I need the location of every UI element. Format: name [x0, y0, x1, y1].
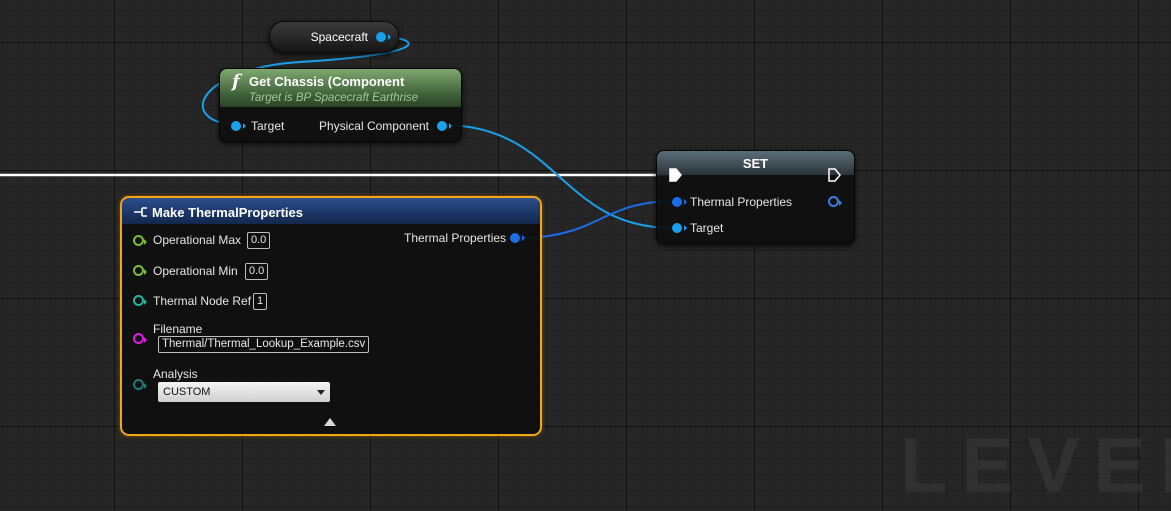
analysis-label: Analysis	[153, 367, 198, 381]
filename-label: Filename	[153, 322, 203, 336]
collapse-arrow-icon[interactable]	[324, 418, 336, 426]
get-chassis-target-pin[interactable]	[231, 121, 246, 131]
thermal-node-ref-input[interactable]: 1	[253, 293, 268, 310]
physical-component-label: Physical Component	[318, 119, 429, 133]
make-struct-icon	[134, 207, 147, 217]
dropdown-caret-icon	[317, 390, 325, 395]
analysis-selected-value: CUSTOM	[163, 386, 211, 398]
get-chassis-title: Get Chassis (Component	[249, 74, 405, 89]
make-thermal-properties-output-label: Thermal Properties	[404, 231, 507, 245]
thermal-properties-to-set-wire	[517, 200, 677, 239]
physical-component-pin[interactable]	[437, 121, 452, 131]
thermal-node-ref-label: Thermal Node Ref	[153, 294, 252, 308]
make-thermal-properties-title: Make ThermalProperties	[152, 205, 304, 220]
get-chassis-subtitle: Target is BP Spacecraft Earthrise	[249, 92, 419, 104]
wires-layer	[0, 35, 677, 239]
operational-min-label: Operational Min	[153, 264, 238, 278]
operational-min-input[interactable]: 0.0	[245, 263, 269, 280]
filename-input[interactable]: Thermal/Thermal_Lookup_Example.csv	[158, 336, 370, 353]
spacecraft-to-target-wire	[201, 35, 410, 126]
get-chassis-header: f Get Chassis (Component Target is BP Sp…	[220, 69, 461, 107]
set-target-label: Target	[690, 221, 724, 235]
operational-max-pin[interactable]	[133, 235, 147, 246]
set-thermal-properties-out-pin[interactable]	[828, 196, 842, 207]
exec-pin-icon[interactable]	[669, 168, 683, 182]
exec-out-pin-icon[interactable]	[828, 168, 842, 182]
operational-min-pin[interactable]	[133, 265, 147, 276]
analysis-dropdown[interactable]: CUSTOM	[158, 382, 330, 402]
spacecraft-variable-node[interactable]: Spacecraft	[269, 21, 399, 53]
make-thermal-properties-node[interactable]: Make ThermalProperties	[120, 196, 542, 436]
analysis-pin[interactable]	[133, 379, 147, 390]
level-watermark: LEVEL	[900, 421, 1171, 509]
thermal-node-ref-pin[interactable]	[133, 295, 147, 306]
get-chassis-target-label: Target	[251, 119, 285, 133]
physical-component-to-set-target-wire	[442, 124, 677, 230]
make-thermal-properties-output-pin[interactable]	[510, 233, 525, 243]
set-node[interactable]: SET Thermal Properties Target	[656, 150, 855, 244]
set-thermal-properties-pin[interactable]	[672, 197, 687, 207]
set-title: SET	[657, 151, 854, 175]
function-icon: f	[232, 71, 240, 92]
spacecraft-output-pin[interactable]	[376, 32, 391, 42]
operational-max-input[interactable]: 0.0	[247, 232, 271, 249]
operational-max-label: Operational Max	[153, 233, 242, 247]
get-chassis-node[interactable]: f Get Chassis (Component Target is BP Sp…	[219, 68, 462, 142]
set-thermal-properties-label: Thermal Properties	[690, 195, 793, 209]
set-target-pin[interactable]	[672, 223, 687, 233]
spacecraft-label: Spacecraft	[310, 30, 368, 44]
filename-pin[interactable]	[133, 333, 147, 344]
make-thermal-properties-header: Make ThermalProperties	[122, 198, 540, 224]
